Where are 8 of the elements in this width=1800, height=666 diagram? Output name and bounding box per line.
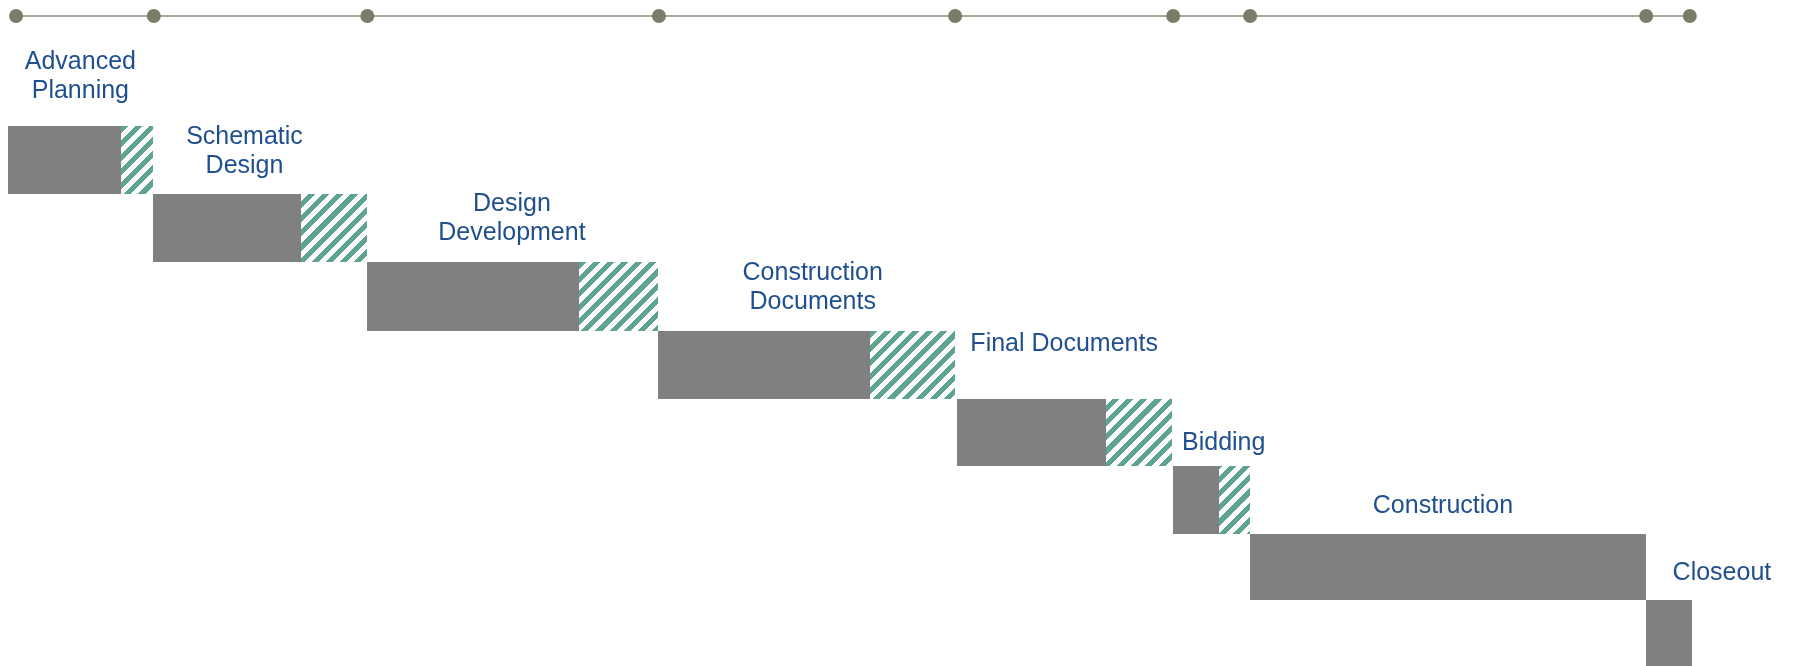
- phase-label: Construction: [1371, 490, 1515, 520]
- phase-label: Advanced Planning: [23, 45, 137, 104]
- phase-label: Design Development: [437, 188, 587, 247]
- phase-label: Closeout: [1671, 556, 1773, 586]
- phase-label: Final Documents: [969, 328, 1159, 358]
- phase-label: Schematic Design: [185, 120, 304, 179]
- phase-label: Construction Documents: [741, 257, 884, 316]
- phase-label: Bidding: [1181, 427, 1267, 457]
